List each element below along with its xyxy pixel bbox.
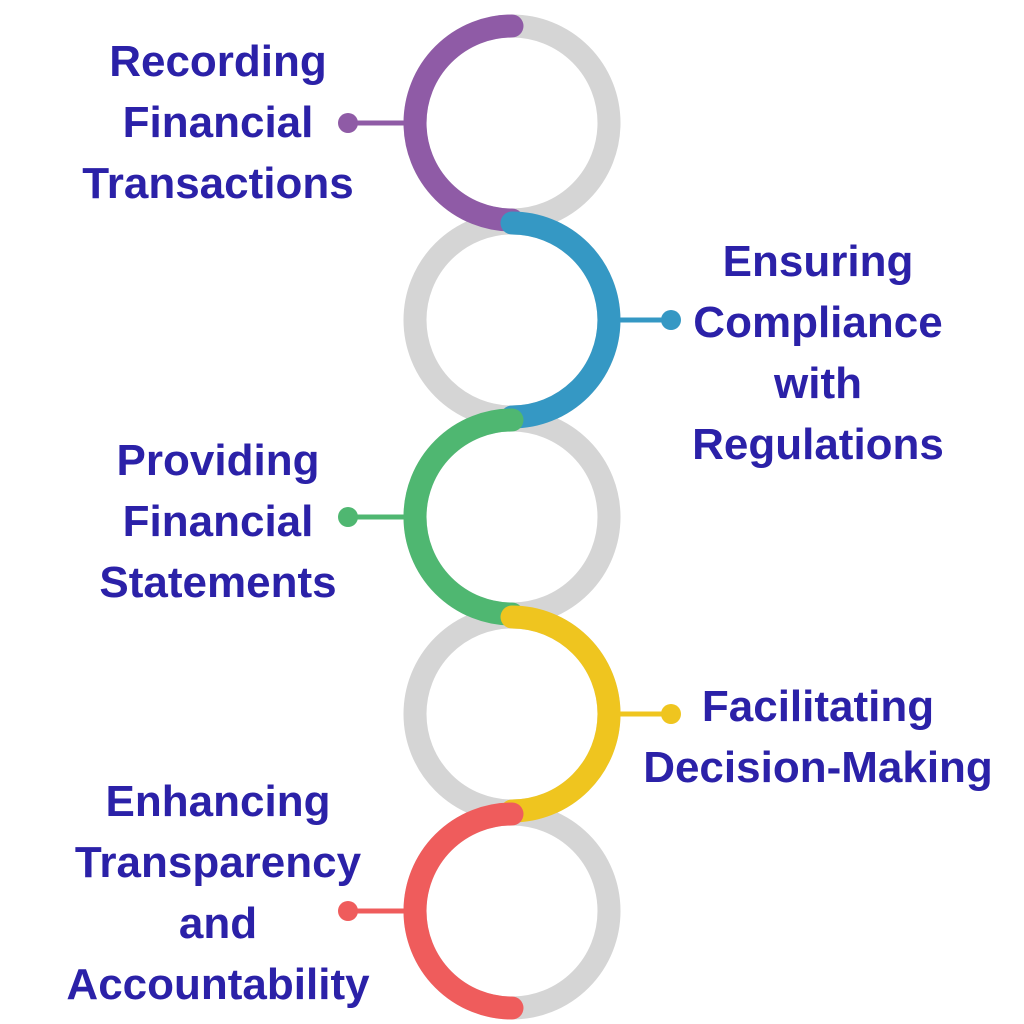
label-providing-financial-statements: Providing Financial Statements bbox=[99, 436, 337, 607]
connector-dot-2 bbox=[661, 310, 681, 330]
connector-dot-5 bbox=[338, 901, 358, 921]
label-enhancing-transparency-accountability: Enhancing Transparency and Accountabilit… bbox=[66, 777, 370, 1009]
connector-dot-1 bbox=[338, 113, 358, 133]
arc-enhancing-transparency bbox=[403, 802, 524, 1020]
arc-facilitating-decisions bbox=[500, 605, 621, 823]
arc-ensuring-compliance bbox=[500, 211, 621, 429]
label-facilitating-decision-making: Facilitating Decision-Making bbox=[643, 682, 993, 792]
connector-dot-3 bbox=[338, 507, 358, 527]
label-recording-financial-transactions: Recording Financial Transactions bbox=[82, 37, 354, 208]
arc-providing-statements bbox=[403, 408, 524, 626]
connector-dot-4 bbox=[661, 704, 681, 724]
label-ensuring-compliance-with-regulations: Ensuring Compliance with Regulations bbox=[692, 237, 944, 469]
arc-recording-transactions bbox=[403, 14, 524, 232]
